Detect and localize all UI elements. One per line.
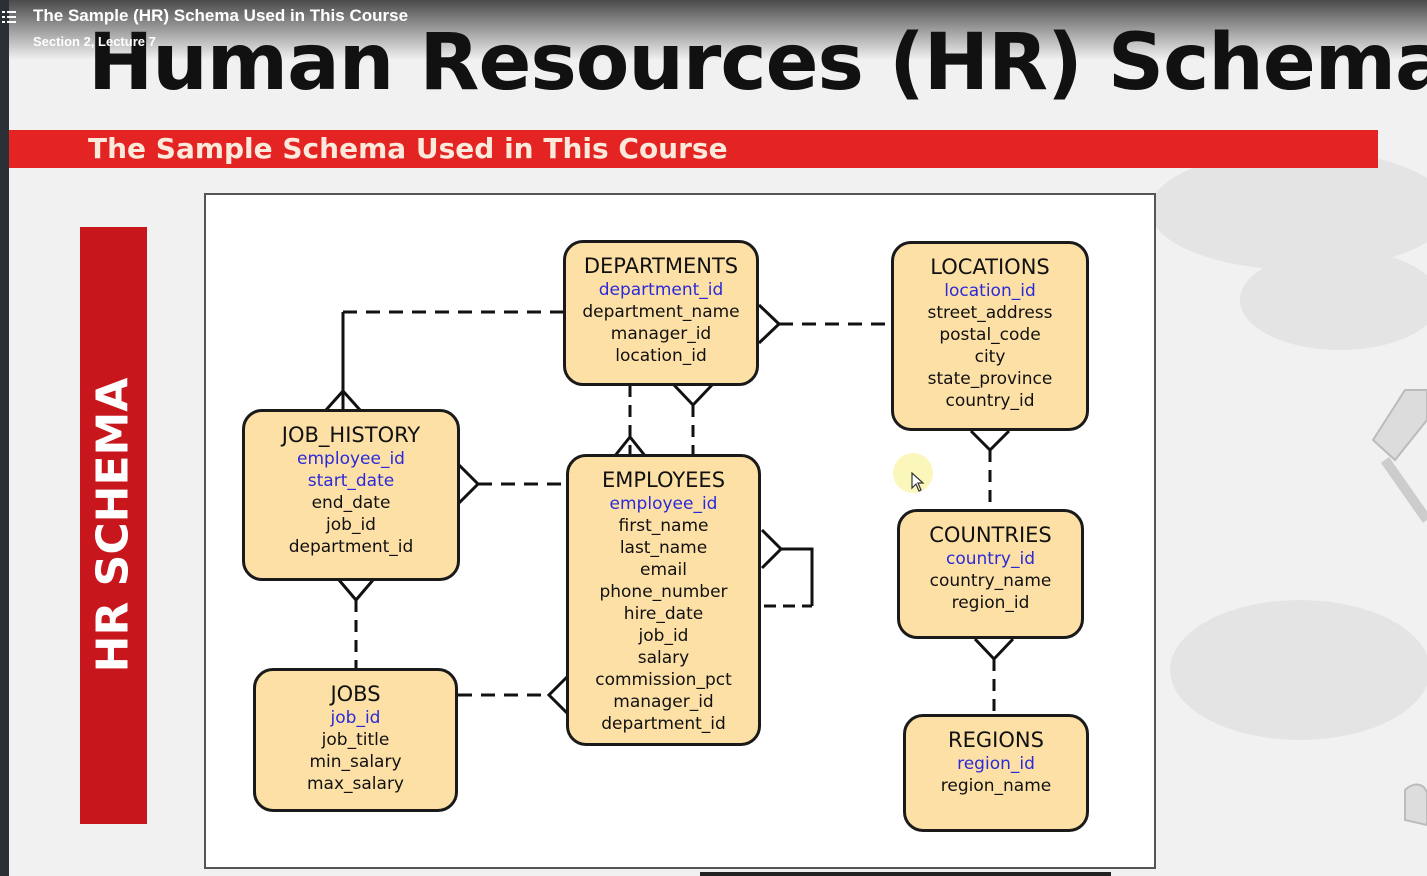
crowfoot-jobhistory-right bbox=[457, 463, 481, 505]
lecture-subtitle: Section 2, Lecture 7 bbox=[33, 34, 156, 49]
field: country_name bbox=[929, 571, 1052, 591]
crowfoot-jobhistory-bottom bbox=[337, 579, 375, 603]
crowfoot-employees-left bbox=[546, 674, 570, 716]
field: manager_id bbox=[613, 692, 714, 712]
ladder-illustration bbox=[1371, 389, 1427, 827]
field: commission_pct bbox=[595, 670, 732, 690]
primary-key: job_id bbox=[330, 708, 381, 728]
banner-text: The Sample Schema Used in This Course bbox=[88, 132, 728, 165]
field: state_province bbox=[927, 369, 1053, 389]
field: location_id bbox=[615, 346, 707, 366]
relationship-lines bbox=[324, 303, 1015, 716]
field: department_name bbox=[582, 302, 740, 322]
field: manager_id bbox=[610, 324, 712, 344]
background-cloud bbox=[1150, 150, 1427, 270]
field: job_title bbox=[321, 730, 390, 750]
lecture-title: The Sample (HR) Schema Used in This Cour… bbox=[33, 6, 409, 25]
crowfoot-countries-bottom bbox=[973, 637, 1015, 662]
primary-key: country_id bbox=[945, 549, 1036, 569]
crowfoot-locations-bottom bbox=[969, 429, 1011, 453]
field: job_id bbox=[326, 515, 376, 535]
field: country_id bbox=[945, 391, 1035, 411]
field: max_salary bbox=[306, 774, 404, 794]
app-left-strip bbox=[0, 0, 9, 876]
field: salary bbox=[637, 648, 690, 668]
field: job_id bbox=[638, 626, 689, 646]
field: first_name bbox=[618, 516, 709, 536]
field: min_salary bbox=[309, 752, 402, 772]
entity-locations: LOCATIONS location_id street_address pos… bbox=[891, 241, 1089, 431]
field: phone_number bbox=[599, 582, 728, 602]
entity-job-history: JOB_HISTORY employee_id start_date end_d… bbox=[242, 409, 460, 581]
primary-key: location_id bbox=[944, 281, 1036, 301]
crowfoot-employees-top bbox=[612, 434, 648, 458]
entity-name: JOBS bbox=[330, 682, 381, 706]
entity-name: LOCATIONS bbox=[930, 255, 1050, 279]
entity-departments: DEPARTMENTS department_id department_nam… bbox=[563, 240, 759, 386]
field: city bbox=[974, 347, 1006, 367]
crowfoot-employees-right bbox=[760, 528, 784, 570]
entity-name: COUNTRIES bbox=[929, 523, 1052, 547]
field: department_id bbox=[601, 714, 726, 734]
primary-key: region_id bbox=[957, 754, 1035, 774]
primary-key: department_id bbox=[598, 280, 724, 300]
field: postal_code bbox=[939, 325, 1041, 345]
field: last_name bbox=[619, 538, 708, 558]
line-employees-self bbox=[779, 547, 814, 606]
primary-key: employee_id bbox=[297, 449, 405, 469]
entity-name: REGIONS bbox=[948, 728, 1044, 752]
crowfoot-departments-right bbox=[757, 303, 782, 345]
crowfoot-departments-bottom bbox=[672, 383, 714, 408]
side-label: HR SCHEMA bbox=[87, 377, 139, 673]
video-progress-bar[interactable] bbox=[700, 872, 1111, 876]
field: region_name bbox=[940, 776, 1052, 796]
slide-title: Human Resources (HR) Schema bbox=[88, 18, 1427, 108]
primary-key: employee_id bbox=[609, 494, 718, 514]
player-header-overlay bbox=[9, 0, 1427, 60]
entity-name: EMPLOYEES bbox=[601, 468, 726, 492]
entity-countries: COUNTRIES country_id country_name region… bbox=[897, 509, 1084, 639]
field: end_date bbox=[311, 493, 391, 513]
field: email bbox=[640, 560, 687, 580]
field: region_id bbox=[951, 593, 1030, 613]
field: hire_date bbox=[623, 604, 704, 624]
background-cloud bbox=[1240, 250, 1427, 350]
field: street_address bbox=[927, 303, 1053, 323]
side-label-band bbox=[80, 227, 147, 824]
banner-bar bbox=[9, 130, 1378, 168]
entity-name: JOB_HISTORY bbox=[281, 423, 421, 447]
er-diagram: DEPARTMENTS department_id department_nam… bbox=[204, 193, 1156, 869]
mouse-pointer-icon bbox=[911, 472, 925, 492]
primary-key: start_date bbox=[307, 471, 395, 491]
crowfoot-jobhistory-top bbox=[324, 388, 362, 412]
entity-employees: EMPLOYEES employee_id first_name last_na… bbox=[566, 454, 761, 746]
menu-list-icon[interactable] bbox=[2, 11, 16, 23]
entity-regions: REGIONS region_id region_name bbox=[903, 714, 1089, 832]
field: department_id bbox=[288, 537, 414, 557]
entity-jobs: JOBS job_id job_title min_salary max_sal… bbox=[253, 668, 458, 812]
entity-name: DEPARTMENTS bbox=[583, 254, 739, 278]
background-cloud bbox=[1170, 600, 1427, 740]
